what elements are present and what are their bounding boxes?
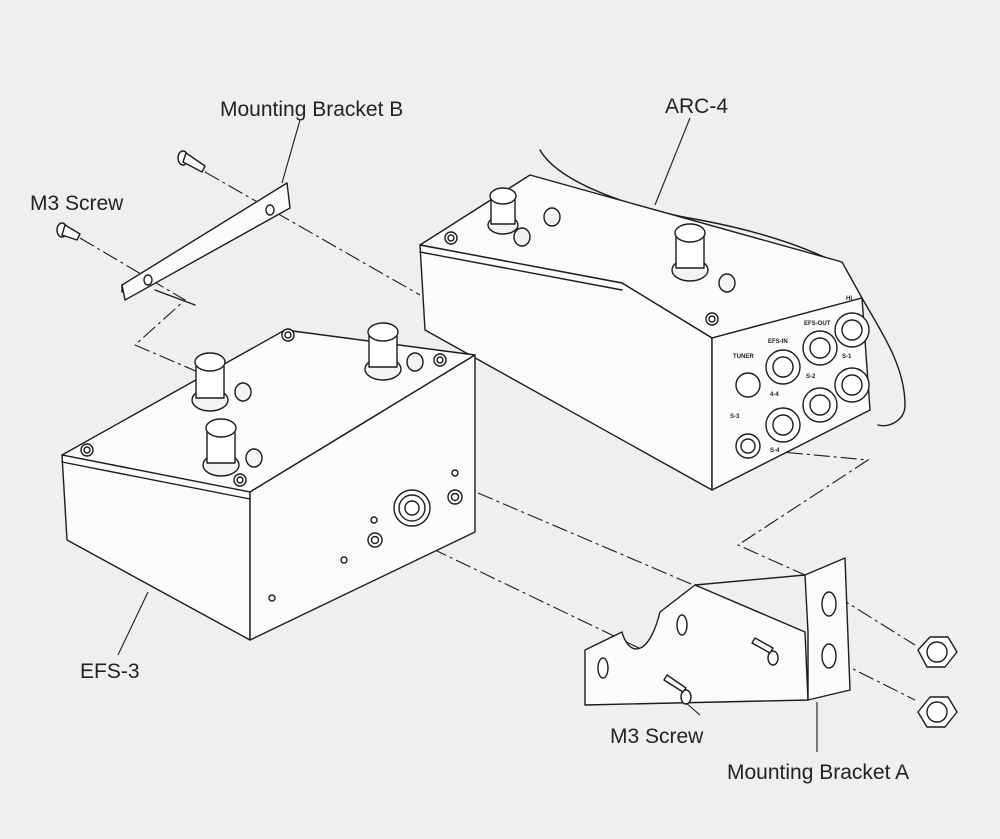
m3-screw-top-1 [177,150,206,173]
label-mounting-bracket-b: Mounting Bracket B [220,98,403,121]
panel-text-s4: S-4 [770,448,780,454]
panel-text-s1: S-1 [842,354,852,360]
arc4-jacks [735,312,870,459]
panel-text-s3: S-3 [730,414,740,420]
panel-text-efs-in: EFS-IN [768,339,788,345]
mounting-bracket-b [121,182,291,306]
label-m3-screw-bottom: M3 Screw [610,725,704,748]
panel-text-efs-out: EFS-OUT [804,321,831,327]
label-m3-screw-top: M3 Screw [30,192,124,215]
panel-text-s2: S-2 [806,374,816,380]
efs3-footswitch-2 [364,322,402,381]
hex-nut-2 [917,696,958,728]
efs3-unit [61,322,476,641]
m3-screw-bracket [751,637,779,666]
panel-text-tuner: TUNER [733,354,754,360]
leader-lines [117,117,818,752]
m3-screw-bottom [663,674,692,705]
label-mounting-bracket-a: Mounting Bracket A [727,761,909,784]
panel-text-hi: HI [846,296,852,302]
efs3-footswitch-3 [202,418,240,477]
arc4-panel-labels: TUNER EFS-IN EFS-OUT HI S-3 4-4 S-2 S-4 … [730,296,852,454]
mounting-bracket-a [584,557,851,706]
label-arc4: ARC-4 [665,95,728,118]
label-efs3: EFS-3 [80,660,140,683]
panel-text-a4: 4-4 [770,392,779,398]
efs3-footswitch-1 [191,352,229,412]
m3-screw-top-2 [56,222,81,241]
hex-nut-1 [917,636,958,668]
arc4-unit: TUNER EFS-IN EFS-OUT HI S-3 4-4 S-2 S-4 … [419,149,906,491]
arc4-footswitch-1 [487,187,519,235]
arc4-footswitch-2 [671,223,709,282]
